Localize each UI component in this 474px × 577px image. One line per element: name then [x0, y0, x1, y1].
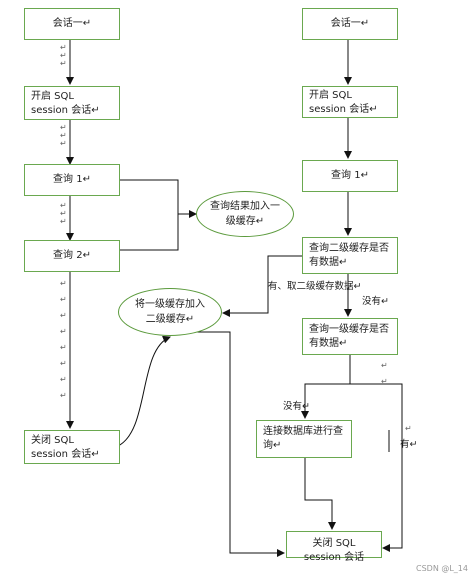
right-session-one-label: 会话一↵ [330, 18, 370, 29]
arrow-check-l2-has-to-move-l2 [222, 255, 303, 317]
arrow-check-l1-none-to-db [301, 354, 351, 419]
para-mark: ↵ [405, 424, 412, 433]
csdn-watermark: CSDN @L_14 [416, 564, 468, 573]
move-to-l2-cache-ellipse: 将一级缓存加入二级缓存↵ [118, 288, 222, 336]
right-query1-box: 查询 1↵ [302, 160, 398, 192]
left-session-one-box: 会话一↵ [24, 8, 120, 40]
left-query2-label: 查询 2↵ [53, 250, 91, 261]
right-query1-label: 查询 1↵ [331, 170, 369, 181]
arrow-check-l1-has-to-final-close [350, 383, 403, 552]
left-close-session-label: 关闭 SQL session 会话↵ [31, 435, 100, 460]
left-query1-label: 查询 1↵ [53, 174, 91, 185]
arrow-close-to-move-l2 [117, 335, 171, 447]
para-mark: ↵↵↵ [60, 201, 67, 226]
left-open-session-box: 开启 SQL session 会话↵ [24, 86, 120, 120]
move-to-l2-cache-label: 将一级缓存加入二级缓存↵ [135, 299, 205, 325]
db-query-box: 连接数据库进行查询↵ [256, 420, 352, 458]
db-query-label: 连接数据库进行查询↵ [263, 426, 343, 451]
para-mark: ↵↵↵ [60, 43, 67, 68]
final-close-session-label: 关闭 SQL session 会话 [303, 538, 365, 563]
final-close-session-box: 关闭 SQL session 会话 [286, 531, 382, 563]
left-session-one-label: 会话一↵ [52, 18, 92, 29]
check-l1-cache-label: 查询一级缓存是否有数据↵ [309, 324, 389, 349]
edge-label-has-l1: 有↵ [400, 439, 418, 450]
check-l2-cache-label: 查询二级缓存是否有数据↵ [309, 243, 389, 268]
arrow-db-to-final-close [304, 458, 336, 530]
left-open-session-label: 开启 SQL session 会话↵ [31, 91, 100, 116]
right-open-session-box: 开启 SQL session 会话↵ [302, 86, 398, 118]
left-close-session-box: 关闭 SQL session 会话↵ [24, 430, 120, 464]
arrow-move-l2-to-final-close [172, 331, 285, 557]
left-query2-box: 查询 2↵ [24, 240, 120, 272]
para-mark: ↵↵↵↵↵↵↵↵ [60, 279, 67, 400]
add-to-l1-cache-label: 查询结果加入一级缓存↵ [210, 201, 280, 227]
left-query1-box: 查询 1↵ [24, 164, 120, 196]
add-to-l1-cache-ellipse: 查询结果加入一级缓存↵ [196, 191, 294, 237]
para-mark: ↵↵↵ [60, 123, 67, 148]
check-l2-cache-box: 查询二级缓存是否有数据↵ [302, 237, 398, 274]
edge-label-none-l1: 没有↵ [283, 401, 310, 412]
right-open-session-label: 开启 SQL session 会话↵ [309, 90, 378, 115]
check-l1-cache-box: 查询一级缓存是否有数据↵ [302, 318, 398, 355]
para-mark: ↵↵ [381, 361, 388, 386]
edge-label-has-l2: 有、取二级缓存数据↵ [268, 281, 362, 292]
edge-label-none-l2: 没有↵ [362, 296, 389, 307]
arrow-queries-to-add-l1 [118, 179, 179, 251]
right-session-one-box: 会话一↵ [302, 8, 398, 40]
